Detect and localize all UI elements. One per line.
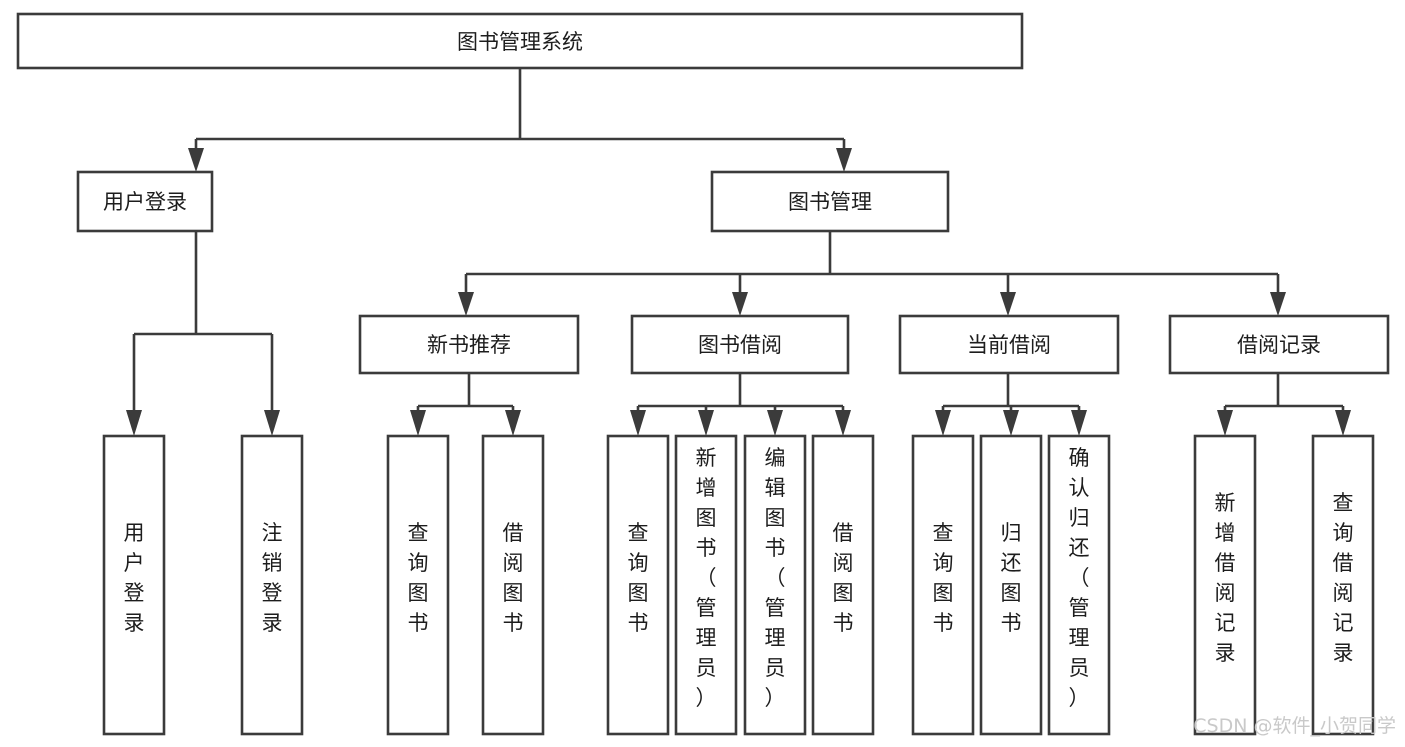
node-leaf-return-book-box[interactable] (979, 434, 1043, 736)
node-book-manage-label: 图书管理 (788, 190, 872, 214)
node-book-borrow-box[interactable] (630, 314, 850, 375)
node-new-book-recommend-box[interactable] (358, 314, 580, 375)
node-root-label: 图书管理系统 (457, 30, 583, 54)
node-leaf-add-borrow-record-box[interactable] (1193, 434, 1257, 736)
node-leaf-confirm-return[interactable]: 确认归还（管理员） (1047, 434, 1111, 736)
node-borrow-record[interactable]: 借阅记录 (1168, 314, 1390, 375)
node-leaf-edit-book[interactable]: 编辑图书（管理员） (743, 434, 807, 736)
node-leaf-borrow-book-1[interactable]: 借阅图书 (481, 434, 545, 736)
arrow-head-book-manage (836, 148, 852, 172)
arrow-head-current-borrow (1000, 292, 1016, 316)
node-leaf-query-borrow-record-box[interactable] (1311, 434, 1375, 736)
node-leaf-user-logout-label: 注销登录 (262, 521, 283, 635)
node-current-borrow[interactable]: 当前借阅 (898, 314, 1120, 375)
node-leaf-query-book-3[interactable]: 查询图书 (911, 434, 975, 736)
node-leaf-borrow-book-2-box[interactable] (811, 434, 875, 736)
arrow-head-leaf-user-login (126, 410, 142, 436)
node-leaf-user-logout-box[interactable] (240, 434, 304, 736)
node-leaf-return-book[interactable]: 归还图书 (979, 434, 1043, 736)
node-leaf-query-book-1[interactable]: 查询图书 (386, 434, 450, 736)
node-book-manage-box[interactable] (710, 170, 950, 233)
node-leaf-borrow-book-1-label: 借阅图书 (503, 521, 524, 635)
node-book-manage[interactable]: 图书管理 (710, 170, 950, 233)
node-current-borrow-box[interactable] (898, 314, 1120, 375)
node-book-borrow-label: 图书借阅 (698, 333, 782, 357)
node-leaf-edit-book-label: 编辑图书（管理员） (765, 446, 786, 710)
node-user-login[interactable]: 用户登录 (76, 170, 214, 233)
node-leaf-add-book[interactable]: 新增图书（管理员） (674, 434, 738, 736)
node-leaf-query-book-3-box[interactable] (911, 434, 975, 736)
node-leaf-query-book-1-label: 查询图书 (408, 521, 429, 635)
node-root[interactable]: 图书管理系统 (16, 12, 1024, 70)
node-leaf-borrow-book-2[interactable]: 借阅图书 (811, 434, 875, 736)
arrow-head-user-login (188, 148, 204, 172)
node-leaf-user-login-box[interactable] (102, 434, 166, 736)
node-leaf-query-book-3-label: 查询图书 (933, 521, 954, 635)
node-current-borrow-label: 当前借阅 (967, 333, 1051, 357)
arrow-head-leaf-query-book-3 (935, 410, 951, 436)
node-book-borrow[interactable]: 图书借阅 (630, 314, 850, 375)
arrow-head-book-borrow (732, 292, 748, 316)
arrow-head-leaf-confirm-return (1071, 410, 1087, 436)
arrow-head-leaf-add-book (698, 410, 714, 436)
arrow-head-leaf-query-book-1 (410, 410, 426, 436)
node-leaf-borrow-book-2-label: 借阅图书 (833, 521, 854, 635)
node-leaf-borrow-book-1-box[interactable] (481, 434, 545, 736)
node-leaf-add-borrow-record[interactable]: 新增借阅记录 (1193, 434, 1257, 736)
node-leaf-confirm-return-box[interactable] (1047, 434, 1111, 736)
arrow-head-leaf-return-book (1003, 410, 1019, 436)
node-user-login-label: 用户登录 (103, 190, 187, 214)
csdn-watermark: CSDN @软件_小贺同学 (1193, 715, 1396, 737)
node-leaf-query-book-2-label: 查询图书 (628, 521, 649, 635)
node-borrow-record-label: 借阅记录 (1237, 333, 1321, 357)
connector-layer (126, 68, 1351, 436)
node-leaf-return-book-label: 归还图书 (1001, 521, 1022, 635)
node-user-login-box[interactable] (76, 170, 214, 233)
arrow-head-leaf-add-borrow-record (1217, 410, 1233, 436)
node-leaf-query-borrow-record[interactable]: 查询借阅记录 (1311, 434, 1375, 736)
node-leaf-user-login[interactable]: 用户登录 (102, 434, 166, 736)
node-leaf-add-book-box[interactable] (674, 434, 738, 736)
node-leaf-query-borrow-record-label: 查询借阅记录 (1333, 491, 1354, 665)
arrow-head-leaf-edit-book (767, 410, 783, 436)
node-leaf-user-login-label: 用户登录 (124, 521, 145, 635)
node-leaf-add-book-label: 新增图书（管理员） (696, 446, 717, 710)
arrow-head-leaf-query-book-2 (630, 410, 646, 436)
node-root-box[interactable] (16, 12, 1024, 70)
arrow-head-borrow-record (1270, 292, 1286, 316)
arrow-head-leaf-query-borrow-record (1335, 410, 1351, 436)
arrow-head-leaf-user-logout (264, 410, 280, 436)
arrow-head-new-book-recommend (458, 292, 474, 316)
arrow-head-leaf-borrow-book-2 (835, 410, 851, 436)
node-new-book-recommend-label: 新书推荐 (427, 333, 511, 357)
node-new-book-recommend[interactable]: 新书推荐 (358, 314, 580, 375)
node-leaf-query-book-2[interactable]: 查询图书 (606, 434, 670, 736)
node-borrow-record-box[interactable] (1168, 314, 1390, 375)
node-leaf-query-book-1-box[interactable] (386, 434, 450, 736)
node-leaf-edit-book-box[interactable] (743, 434, 807, 736)
arrow-head-leaf-borrow-book-1 (505, 410, 521, 436)
node-leaf-query-book-2-box[interactable] (606, 434, 670, 736)
node-leaf-confirm-return-label: 确认归还（管理员） (1069, 446, 1090, 710)
node-leaf-user-logout[interactable]: 注销登录 (240, 434, 304, 736)
node-leaf-add-borrow-record-label: 新增借阅记录 (1215, 491, 1236, 665)
